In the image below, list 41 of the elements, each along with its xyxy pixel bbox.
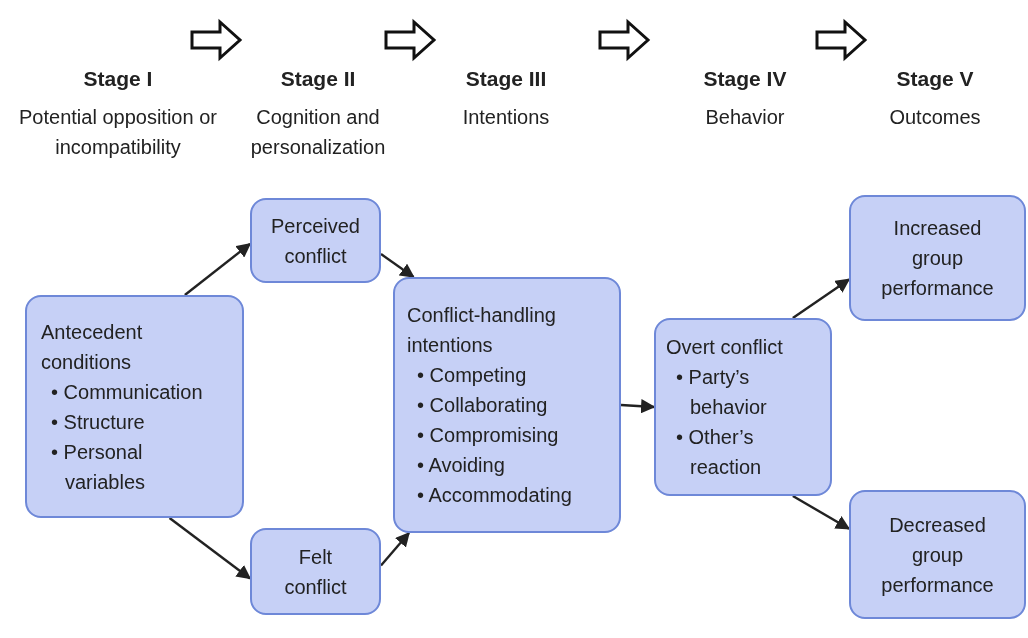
bullet-item: • Competing — [416, 363, 528, 388]
arrow — [168, 517, 252, 580]
bullet-item: • Communication — [50, 379, 204, 405]
process-box — [250, 198, 381, 283]
stage-description: Cognition and personalization — [249, 105, 387, 160]
bullet-item: • Accommodating — [416, 483, 573, 508]
arrow — [792, 494, 851, 530]
arrow — [620, 399, 656, 414]
box-heading: Conflict-handling intentions — [407, 303, 557, 358]
stage-description: Intentions — [461, 105, 551, 130]
bullet-item: • Avoiding — [416, 453, 506, 478]
box-heading: Increased group performance — [880, 216, 995, 301]
process-box — [25, 295, 244, 518]
arrow — [380, 253, 415, 278]
arrow — [380, 531, 410, 567]
bullet-item: • Party’s behavior — [675, 365, 768, 420]
bullet-item: • Collaborating — [416, 393, 549, 418]
process-box — [849, 490, 1026, 619]
arrow — [184, 242, 252, 296]
process-box — [654, 318, 832, 496]
stage-heading: Stage III — [464, 66, 548, 92]
process-box — [250, 528, 381, 615]
stage-description: Potential opposition or incompatibility — [18, 105, 218, 160]
bullet-item: • Other’s reaction — [675, 425, 763, 480]
stage-description: Outcomes — [888, 105, 982, 130]
process-box — [849, 195, 1026, 321]
stage-heading: Stage IV — [702, 66, 788, 92]
stage-heading: Stage V — [895, 66, 975, 92]
box-heading: Antecedent conditions — [41, 319, 144, 375]
stage-heading: Stage I — [82, 66, 154, 92]
arrow — [792, 278, 851, 319]
box-heading: Decreased group performance — [880, 512, 995, 598]
box-heading: Perceived conflict — [270, 213, 361, 269]
stage-heading: Stage II — [279, 66, 357, 92]
stage-description: Behavior — [704, 105, 786, 130]
box-heading: Overt conflict — [666, 335, 784, 360]
bullet-item: • Structure — [50, 409, 146, 435]
bullet-item: • Compromising — [416, 423, 560, 448]
process-box — [393, 277, 621, 533]
box-heading: Felt conflict — [283, 544, 348, 600]
bullet-item: • Personal variables — [50, 439, 147, 495]
